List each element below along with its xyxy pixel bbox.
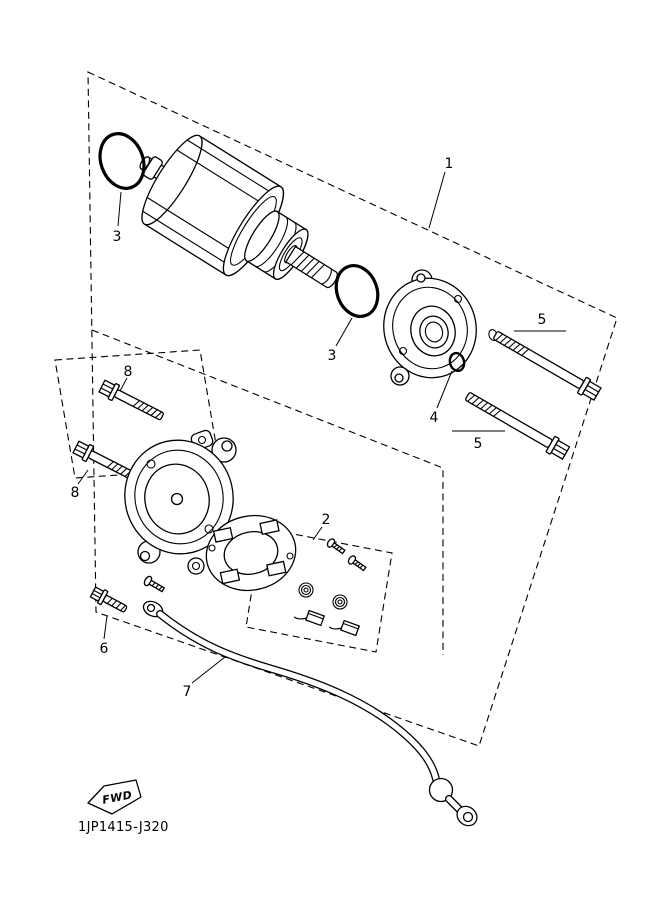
bolt-long-lower — [465, 392, 571, 460]
o-ring-front — [98, 132, 146, 190]
leader-lines — [77, 171, 566, 684]
leader-7 — [191, 656, 226, 684]
front-bracket — [124, 429, 237, 575]
o-ring-small — [448, 351, 466, 373]
callout-8b: 8 — [71, 485, 80, 501]
brush-a — [293, 609, 326, 627]
leader-6 — [103, 615, 108, 640]
callout-1: 1 — [445, 156, 454, 172]
rear-cover — [383, 269, 477, 386]
leader-1 — [428, 171, 446, 229]
leader-2 — [312, 526, 323, 541]
mount-bolt-lower — [72, 440, 138, 482]
brush-spring-a — [298, 582, 314, 598]
callout-7: 7 — [183, 684, 192, 700]
bolt-long-upper — [493, 331, 602, 401]
callout-3a: 3 — [113, 229, 122, 245]
brush-screw-a — [326, 538, 346, 555]
callout-5a: 5 — [538, 312, 547, 328]
brush-holder — [205, 514, 297, 592]
leader-8a — [119, 377, 128, 392]
leader-3b — [335, 317, 353, 347]
battery-cable — [142, 600, 478, 827]
leader-8b — [77, 469, 89, 485]
fwd-label: FWD — [101, 788, 133, 807]
leader-3a — [117, 191, 122, 227]
terminal-bolt — [89, 586, 128, 613]
brush-kit — [293, 538, 367, 637]
brush-spring-b — [332, 594, 348, 610]
brush-b — [328, 619, 361, 637]
callout-2: 2 — [322, 512, 331, 528]
part-code: 1JP1415-J320 — [78, 820, 169, 835]
mount-bolt-upper — [98, 379, 164, 421]
armature — [139, 134, 338, 289]
callout-4: 4 — [430, 410, 439, 426]
o-ring-rear — [334, 264, 380, 318]
leader-4 — [436, 370, 453, 409]
fwd-marker: FWD — [87, 779, 142, 815]
callout-3b: 3 — [328, 348, 337, 364]
lead-screw — [143, 575, 166, 593]
callout-5b: 5 — [474, 436, 483, 452]
fwd-arrow-icon — [87, 779, 142, 815]
callout-8a: 8 — [124, 364, 133, 380]
callout-6: 6 — [100, 641, 109, 657]
brush-kit-boundary — [245, 527, 393, 653]
callout-labels: 1 2 3 3 4 5 5 6 7 8 8 — [71, 156, 547, 700]
brush-screw-b — [347, 555, 367, 572]
